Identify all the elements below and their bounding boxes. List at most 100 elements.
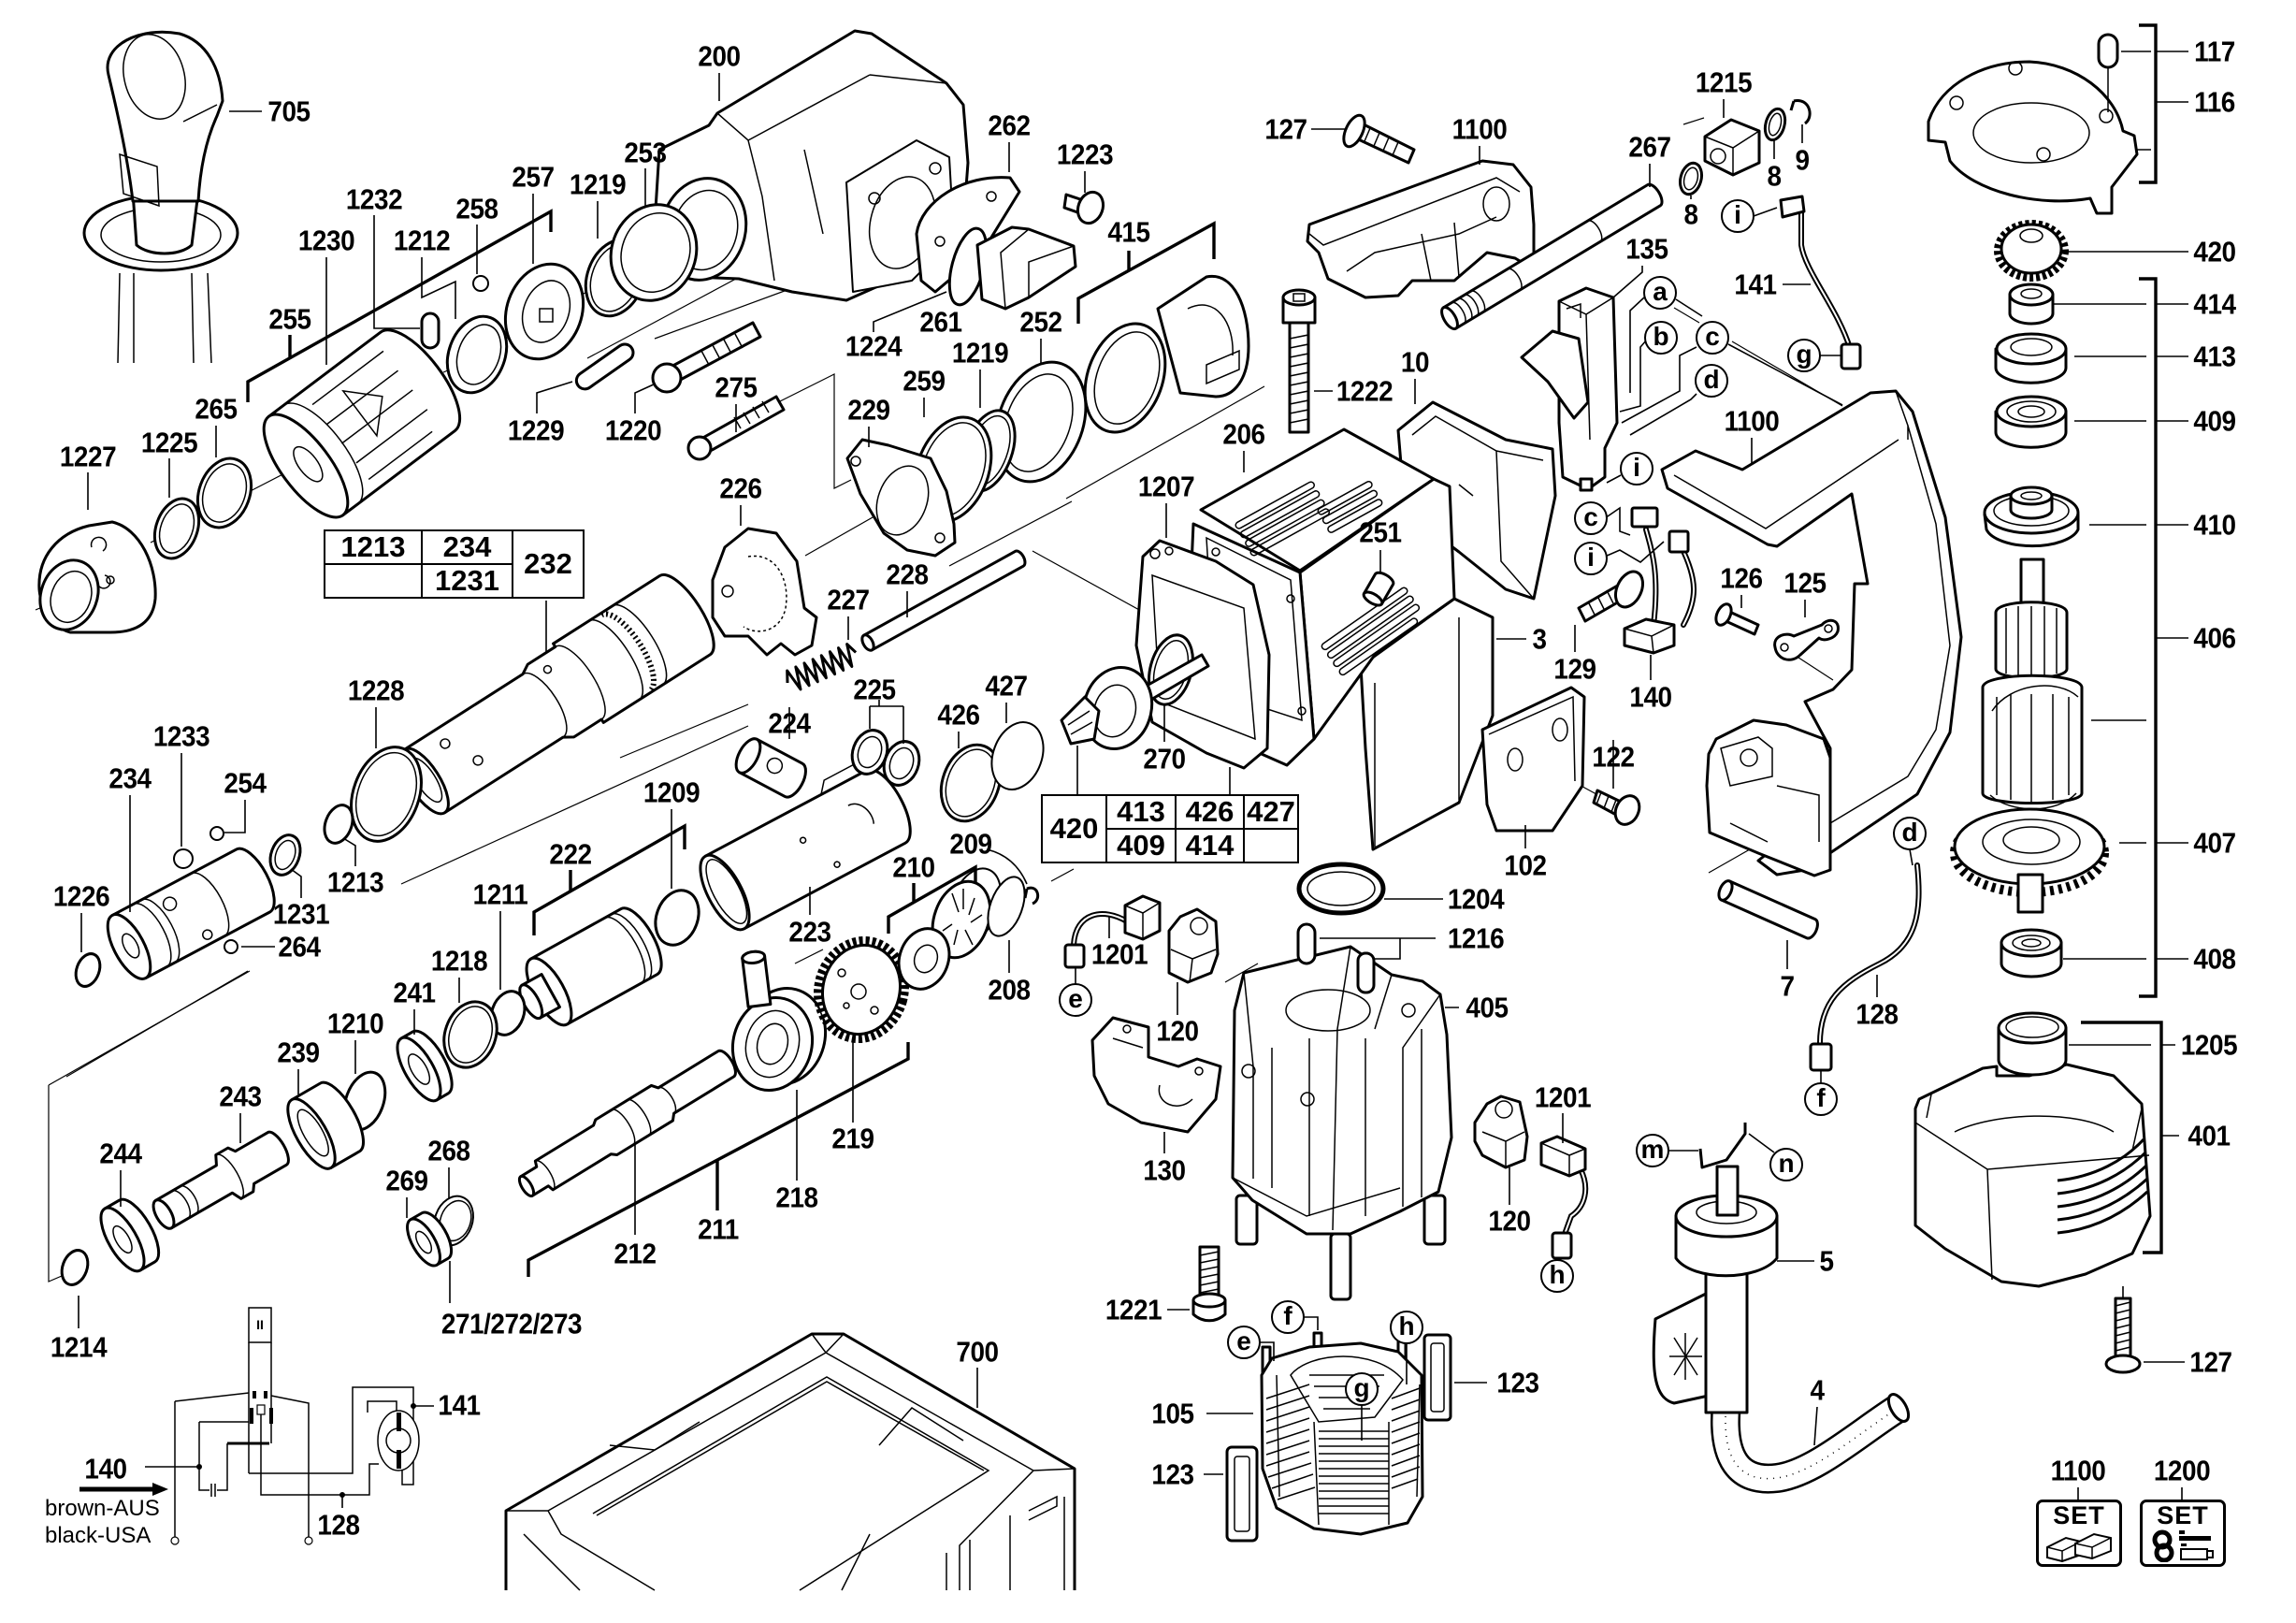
callout-116: 116	[2194, 85, 2235, 119]
callout-leader-lines	[78, 51, 2188, 1500]
part-1226-ring	[74, 952, 102, 988]
callout-406: 406	[2193, 621, 2236, 655]
part-228-rod	[860, 549, 1027, 652]
callout-206: 206	[1222, 417, 1265, 451]
part-group-table-232: 1213 234 232 1231	[324, 529, 585, 599]
part-127-screw-top	[1342, 113, 1416, 165]
callout-243: 243	[219, 1080, 262, 1113]
callout-1223: 1223	[1056, 138, 1114, 171]
table-cell: 1231	[421, 563, 513, 599]
callout-219: 219	[831, 1122, 874, 1155]
part-116-bearing-cap	[1927, 60, 2139, 215]
callout-1219-b: 1219	[951, 336, 1009, 370]
part-1232-pin	[420, 312, 440, 350]
callout-241: 241	[393, 976, 436, 1009]
callout-229: 229	[847, 393, 890, 427]
callout-117: 117	[2194, 35, 2235, 68]
part-1216-pins	[1296, 922, 1376, 994]
wiring-callout-140: 140	[84, 1452, 127, 1485]
part-218-crank	[730, 949, 828, 1093]
callout-700: 700	[956, 1335, 999, 1369]
part-254-ball	[209, 826, 224, 841]
callout-1233: 1233	[152, 719, 210, 753]
callout-414: 414	[2193, 287, 2236, 321]
wire-marker-e-b: e	[1227, 1326, 1261, 1359]
callout-1220: 1220	[604, 413, 662, 447]
table-cell: 427	[1243, 794, 1299, 830]
callout-129: 129	[1553, 652, 1596, 686]
wire-marker-f-b: f	[1804, 1082, 1838, 1116]
callout-227: 227	[827, 583, 870, 616]
part-1201-carbon-brush	[1063, 894, 1162, 969]
part-120-brush-holder	[1167, 907, 1220, 984]
callout-1209: 1209	[643, 775, 700, 809]
part-1215-block	[1703, 118, 1761, 177]
part-1212-ring	[445, 314, 509, 395]
callout-1213: 1213	[326, 865, 384, 899]
callout-1218: 1218	[430, 944, 488, 978]
housing-parts-set-icon	[2046, 1532, 2112, 1562]
part-1204-ring	[1296, 862, 1386, 916]
part-1201-carbon-brush-b	[1539, 1135, 1589, 1260]
callout-211: 211	[698, 1212, 739, 1246]
table-cell: 1213	[324, 529, 423, 565]
part-117-pin	[2097, 33, 2119, 112]
callout-1201-b: 1201	[1534, 1080, 1592, 1114]
part-group-table-420: 420 413 426 427 409 414	[1041, 794, 1299, 863]
callout-210: 210	[892, 850, 935, 884]
callout-252: 252	[1019, 305, 1062, 339]
part-135-switch	[1520, 286, 1619, 492]
part-141-wire	[1779, 195, 1862, 370]
callout-1224: 1224	[845, 329, 903, 363]
part-253-sleeve-ring	[609, 203, 699, 302]
part-1228-ring	[350, 746, 423, 843]
table-cell: 426	[1175, 794, 1245, 830]
part-1229-pin	[574, 342, 635, 391]
part-243-striker	[152, 1130, 290, 1230]
callout-140: 140	[1629, 680, 1672, 714]
wire-marker-h-b: h	[1390, 1311, 1423, 1344]
callout-226: 226	[719, 471, 762, 505]
part-pinion-shaft-assembly	[1060, 653, 1210, 751]
wire-marker-d-b: d	[1893, 817, 1927, 850]
wiring-callout-128: 128	[317, 1508, 360, 1542]
callout-123-b: 123	[1151, 1457, 1194, 1491]
part-261-selector-knob	[947, 225, 1077, 311]
part-413-bearing	[1994, 332, 2068, 384]
part-405-field-housing	[1231, 945, 1453, 1301]
part-244-bearing	[99, 1197, 161, 1273]
callout-105: 105	[1151, 1397, 1194, 1430]
callout-1211: 1211	[472, 877, 528, 911]
part-209-clip	[1023, 886, 1040, 906]
callout-1100-rear-handle: 1100	[1724, 404, 1780, 438]
part-7-pin	[1717, 879, 1819, 940]
callout-1210: 1210	[326, 1007, 384, 1040]
part-4-power-cord	[1711, 1393, 1911, 1494]
rings-screws-grease-set-icon	[2152, 1529, 2214, 1562]
part-408-bearing	[2000, 928, 2063, 978]
callout-271-272-273: 271/272/273	[440, 1307, 583, 1340]
callout-1230: 1230	[297, 224, 355, 257]
callout-268: 268	[427, 1134, 470, 1167]
part-212-shaft	[517, 1049, 737, 1198]
wire-marker-g-b: g	[1345, 1372, 1379, 1406]
wire-marker-n: n	[1769, 1148, 1803, 1181]
callout-405: 405	[1466, 991, 1509, 1024]
callout-3: 3	[1532, 622, 1547, 656]
callout-228: 228	[886, 558, 929, 591]
callout-262: 262	[988, 109, 1031, 142]
table-cell: 413	[1105, 794, 1177, 830]
part-1231-ring	[268, 833, 302, 877]
callout-126: 126	[1720, 561, 1763, 595]
callout-4: 4	[1810, 1373, 1825, 1407]
callout-120: 120	[1156, 1014, 1199, 1048]
wire-marker-f: f	[1271, 1300, 1305, 1334]
part-3-housing-shell	[1359, 597, 1495, 851]
part-122-screw	[1592, 789, 1641, 826]
callout-9: 9	[1795, 143, 1810, 177]
callout-102: 102	[1504, 848, 1547, 882]
table-cell	[324, 563, 423, 599]
callout-264: 264	[278, 930, 321, 964]
part-414-bush	[2008, 283, 2055, 326]
callout-200: 200	[698, 39, 741, 73]
